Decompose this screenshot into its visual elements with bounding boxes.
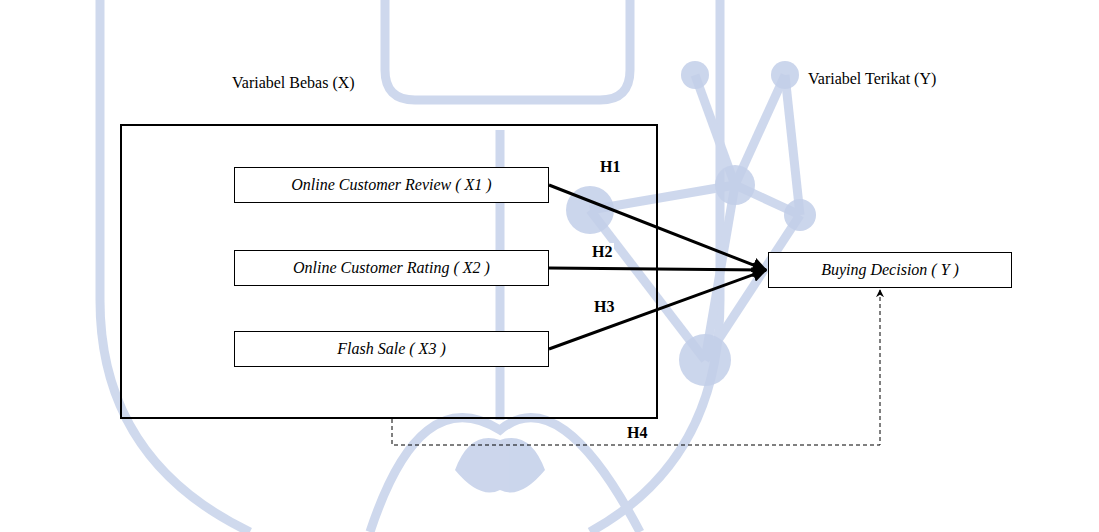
node-text: Online Customer Rating ( X2 ) xyxy=(293,259,490,277)
variable-box: Flash Sale ( X3 ) xyxy=(234,331,549,367)
variable-box: Buying Decision ( Y ) xyxy=(768,252,1012,288)
side-heading: Variabel Terikat (Y) xyxy=(808,70,936,88)
dashed-connector xyxy=(392,290,880,445)
group-heading: Variabel Bebas (X) xyxy=(232,74,355,92)
hypothesis-label: H4 xyxy=(625,424,649,442)
group-box: Variabel Bebas (X)Online Customer Review… xyxy=(120,124,658,419)
node-text: Buying Decision ( Y ) xyxy=(821,261,959,279)
hypothesis-label: H2 xyxy=(590,243,614,261)
variable-box: Online Customer Rating ( X2 ) xyxy=(234,250,549,286)
node-text: Online Customer Review ( X1 ) xyxy=(291,176,491,194)
hypothesis-label: H1 xyxy=(598,158,622,176)
hypothesis-label: H3 xyxy=(592,298,616,316)
variable-box: Online Customer Review ( X1 ) xyxy=(234,167,549,203)
node-text: Flash Sale ( X3 ) xyxy=(337,340,445,358)
